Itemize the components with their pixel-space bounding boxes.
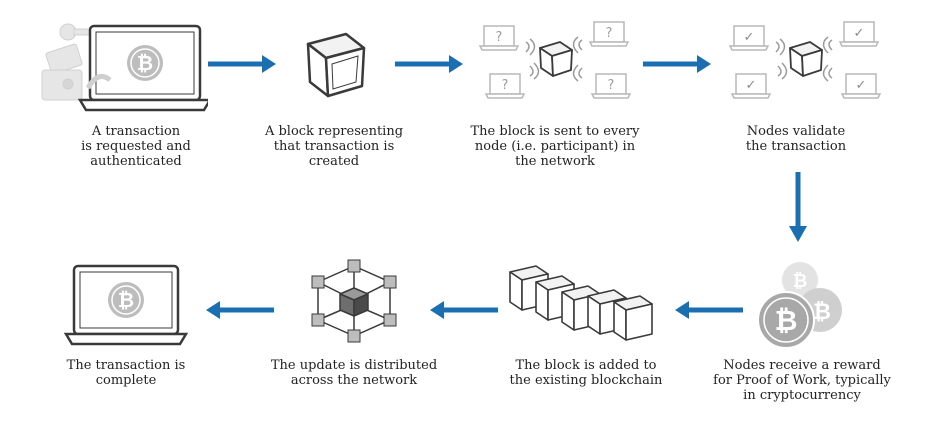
step-7-caption: The update is distributed across the net… <box>270 358 438 388</box>
bitcoin-symbol: ₿ <box>813 300 831 325</box>
step-8-caption: The transaction is complete <box>66 358 186 388</box>
step-5-caption: Nodes receive a reward for Proof of Work… <box>713 358 891 403</box>
check-mark-icon: ✓ <box>856 78 867 93</box>
distributed-network-icon <box>311 259 397 343</box>
check-mark-icon: ✓ <box>744 30 755 45</box>
step-3-caption: The block is sent to every node (i.e. pa… <box>470 124 640 169</box>
check-mark-icon: ✓ <box>746 78 757 93</box>
right-arrow-3 <box>643 55 711 73</box>
bitcoin-symbol: ₿ <box>793 271 808 292</box>
question-mark: ? <box>502 78 509 93</box>
question-mark: ? <box>608 78 615 93</box>
bitcoin-symbol: ₿ <box>137 51 153 75</box>
bitcoin-symbol: ₿ <box>775 304 798 337</box>
bitcoin-coins-icon: ₿ ₿ ₿ <box>757 262 842 349</box>
step-2-caption: A block representing that transaction is… <box>264 124 404 169</box>
right-arrow-2 <box>395 55 463 73</box>
step-1-caption: A transaction is requested and authentic… <box>81 124 191 169</box>
question-mark: ? <box>496 30 503 45</box>
right-arrow-1 <box>208 55 276 73</box>
laptop-with-bitcoin-icon: ₿ <box>64 264 188 346</box>
left-arrow-1 <box>675 301 743 319</box>
check-mark-icon: ✓ <box>854 26 865 41</box>
left-arrow-3 <box>206 301 274 319</box>
blockchain-cubes-icon <box>509 265 653 341</box>
question-mark: ? <box>606 26 613 41</box>
step-6-caption: The block is added to the existing block… <box>509 358 663 388</box>
step-4-caption: Nodes validate the transaction <box>745 124 847 154</box>
left-arrow-2 <box>430 301 498 319</box>
block-broadcast-to-nodes-icon: ? ? ? ? <box>478 21 632 99</box>
bitcoin-symbol: ₿ <box>118 288 134 312</box>
block-cube-icon <box>306 32 366 98</box>
down-arrow <box>789 172 807 242</box>
nodes-validating-icon: ✓ ✓ ✓ ✓ <box>728 21 882 99</box>
laptop-with-bitcoin-and-payments-icon: ₿ <box>41 23 208 112</box>
